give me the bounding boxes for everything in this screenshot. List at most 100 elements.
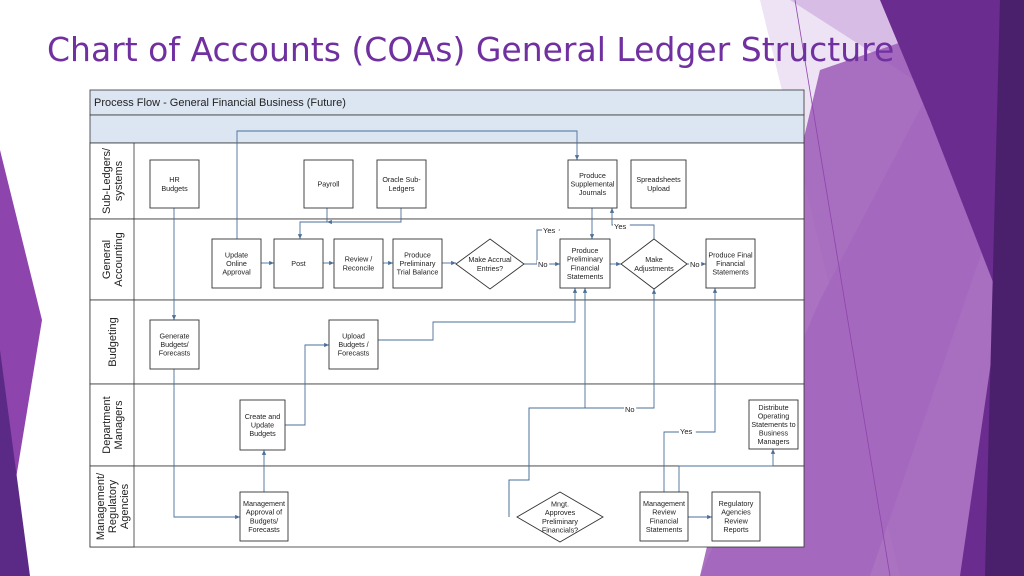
node-text-update: Approval bbox=[222, 268, 251, 277]
lane-label-cell-sub bbox=[89, 142, 135, 220]
node-text-ppfs: Financial bbox=[571, 263, 600, 272]
node-text-mgmtappr: Management bbox=[243, 499, 285, 508]
node-shape-oracle bbox=[376, 159, 427, 209]
node-text-genbud: Budgets/ bbox=[160, 340, 188, 349]
connector-5 bbox=[297, 208, 328, 239]
node-shape-review bbox=[333, 238, 384, 289]
node-text-mgmtrev: Financial bbox=[650, 516, 679, 525]
connector-15 bbox=[609, 208, 655, 239]
node-text-ppfs: Preliminary bbox=[567, 255, 603, 264]
node-text-hr: HR bbox=[169, 175, 179, 184]
bg-left-shape-dark bbox=[0, 350, 30, 576]
node-text-create: Update bbox=[251, 421, 274, 430]
node-text-mgmtq: Approves bbox=[545, 508, 576, 517]
node-oracle: Oracle Sub-Ledgers bbox=[376, 159, 427, 209]
node-text-supp: Journals bbox=[579, 188, 607, 197]
edge-label-yes3: Yes bbox=[680, 427, 692, 436]
edge-label-bg-no1 bbox=[537, 260, 550, 269]
node-text-final: Statements bbox=[712, 268, 749, 277]
edge-label-bg-yes1 bbox=[542, 226, 559, 235]
node-text-ppfs: Statements bbox=[567, 272, 604, 281]
connector-3 bbox=[285, 342, 329, 426]
node-shape-accrual bbox=[455, 238, 525, 290]
node-text-distrib: Distribute bbox=[758, 403, 788, 412]
lane-label-bud: Budgeting bbox=[107, 317, 119, 367]
node-text-oracle: Oracle Sub- bbox=[382, 175, 421, 184]
node-text-ptb: Preliminary bbox=[400, 259, 436, 268]
node-text-mgmtrev: Review bbox=[652, 508, 676, 517]
node-text-adjust: Make bbox=[645, 255, 663, 264]
edge-label-yes2: Yes bbox=[614, 222, 626, 231]
node-text-regrev: Reports bbox=[723, 525, 749, 534]
lane-label-cell-mgmt bbox=[89, 465, 135, 548]
node-text-spread: Spreadsheets bbox=[636, 175, 681, 184]
node-text-update: Online bbox=[226, 259, 247, 268]
connector-19 bbox=[508, 288, 588, 517]
lane-label-sub: Sub-Ledgers/systems bbox=[101, 147, 125, 214]
lane-ga bbox=[89, 218, 805, 301]
connector-17 bbox=[378, 288, 578, 341]
node-text-regrev: Regulatory bbox=[719, 499, 754, 508]
node-text-ptb: Trial Balance bbox=[397, 268, 439, 277]
lane-label-cell-bud bbox=[89, 299, 135, 385]
node-text-review: Reconcile bbox=[343, 263, 375, 272]
edge-label-no1: No bbox=[538, 260, 548, 269]
node-text-distrib: Operating bbox=[758, 411, 790, 420]
slide-title: Chart of Accounts (COAs) General Ledger … bbox=[47, 30, 895, 69]
lane-mgmt bbox=[89, 465, 805, 548]
node-text-ptb: Produce bbox=[404, 250, 431, 259]
node-payroll: Payroll bbox=[303, 159, 354, 209]
node-text-mgmtq: Mngt. bbox=[551, 500, 569, 509]
bg-shape-darkest bbox=[985, 0, 1024, 576]
lane-label-cell-ga bbox=[89, 218, 135, 301]
node-text-supp: Produce bbox=[579, 171, 606, 180]
node-text-final: Financial bbox=[716, 259, 745, 268]
node-text-accrual: Entries? bbox=[477, 264, 503, 273]
node-shape-ppfs bbox=[559, 238, 611, 289]
bg-shape-dark bbox=[880, 0, 1024, 576]
edge-label-no3: No bbox=[625, 405, 635, 414]
node-text-genbud: Generate bbox=[160, 331, 190, 340]
node-text-adjust: Adjustments bbox=[634, 264, 674, 273]
node-text-mgmtappr: Forecasts bbox=[248, 525, 280, 534]
edge-label-yes1: Yes bbox=[543, 226, 555, 235]
node-post: Post bbox=[273, 238, 324, 289]
connector-4 bbox=[236, 130, 580, 239]
node-shape-mgmtrev bbox=[639, 491, 689, 542]
node-shape-ptb bbox=[392, 238, 443, 289]
node-text-mgmtrev: Management bbox=[643, 499, 685, 508]
node-text-upbud: Budgets / bbox=[338, 340, 368, 349]
node-text-payroll: Payroll bbox=[318, 180, 340, 189]
header-blank-row bbox=[89, 114, 805, 144]
node-shape-payroll bbox=[303, 159, 354, 209]
node-text-spread: Upload bbox=[647, 184, 670, 193]
swimlanes: Sub-Ledgers/systemsGeneralAccountingBudg… bbox=[89, 142, 805, 548]
node-shape-mgmtappr bbox=[239, 491, 289, 542]
node-text-supp: Supplemental bbox=[571, 180, 615, 189]
node-shape-upbud bbox=[328, 319, 379, 370]
node-text-accrual: Make Accrual bbox=[468, 255, 512, 264]
node-shape-create bbox=[239, 399, 286, 451]
node-text-upbud: Forecasts bbox=[338, 349, 370, 358]
node-shape-mgmtq bbox=[516, 491, 604, 543]
connectors bbox=[171, 130, 776, 520]
node-text-genbud: Forecasts bbox=[159, 349, 191, 358]
node-shape-hr bbox=[149, 159, 200, 209]
